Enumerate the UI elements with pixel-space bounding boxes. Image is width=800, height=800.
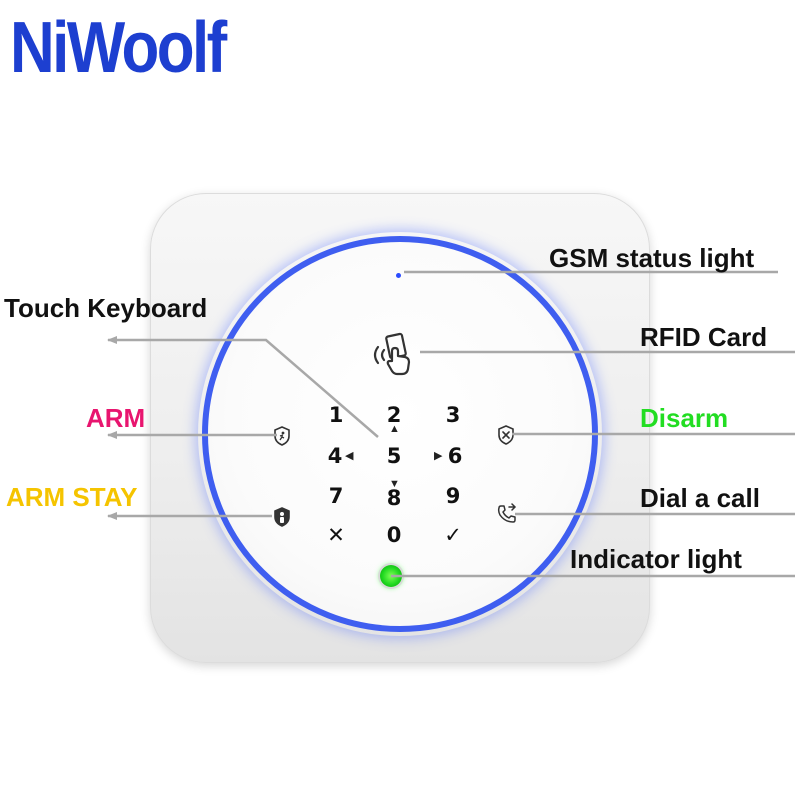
right-arrow-icon: ▶ xyxy=(434,450,443,462)
key-5[interactable]: 5 xyxy=(386,444,402,468)
key-1[interactable]: 1 xyxy=(328,403,344,427)
key-2[interactable]: 2 xyxy=(386,403,402,427)
touch-keyboard-leader-line xyxy=(107,336,379,438)
arm-shield-icon[interactable] xyxy=(273,426,291,446)
key-4[interactable]: 4 xyxy=(327,444,343,468)
up-arrow-icon: ▲ xyxy=(389,423,400,435)
key-0[interactable]: 0 xyxy=(386,523,402,547)
gsm-status-light xyxy=(396,273,401,278)
touch-keyboard-label: Touch Keyboard xyxy=(4,293,208,323)
rfid-card-label: RFID Card xyxy=(640,322,768,352)
left-arrow-icon: ◀ xyxy=(345,450,354,462)
key-cancel[interactable]: ✕ xyxy=(327,523,345,547)
key-6[interactable]: 6 xyxy=(447,444,463,468)
key-8[interactable]: 8 xyxy=(386,486,402,510)
key-9[interactable]: 9 xyxy=(445,484,461,508)
disarm-shield-icon[interactable] xyxy=(497,425,515,445)
gsm-status-light-label: GSM status light xyxy=(549,243,755,273)
arm-stay-shield-icon[interactable] xyxy=(273,507,291,527)
brand-logo: NiWoolf xyxy=(10,8,227,88)
key-7[interactable]: 7 xyxy=(328,484,344,508)
disarm-label: Disarm xyxy=(640,403,729,433)
arm-label: ARM xyxy=(86,403,146,433)
dial-call-icon[interactable] xyxy=(496,503,518,525)
key-confirm[interactable]: ✓ xyxy=(444,523,462,547)
rfid-card-icon xyxy=(373,332,411,376)
dial-a-call-label: Dial a call xyxy=(640,483,760,513)
arm-stay-label: ARM STAY xyxy=(6,482,138,512)
indicator-light-label: Indicator light xyxy=(570,544,742,574)
key-3[interactable]: 3 xyxy=(445,403,461,427)
down-arrow-icon: ▼ xyxy=(389,478,400,490)
